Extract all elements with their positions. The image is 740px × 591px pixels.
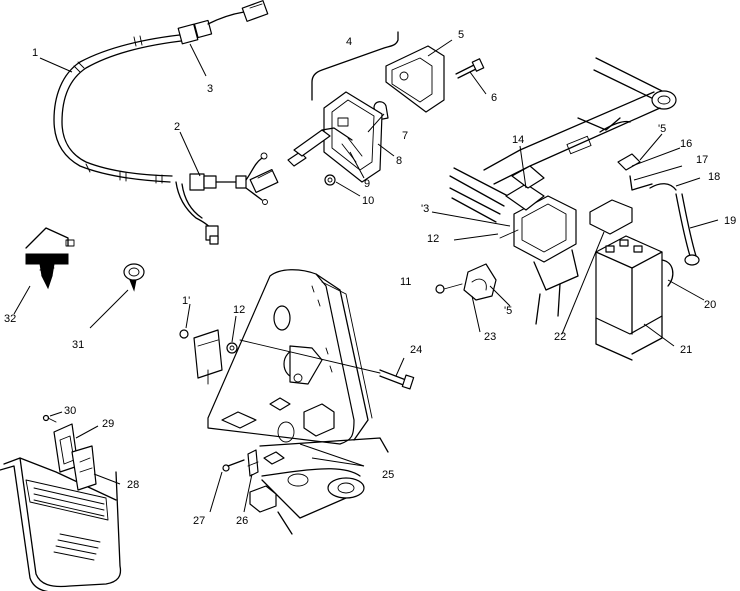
callout-6: 6 bbox=[491, 92, 497, 104]
battery-assembly bbox=[589, 153, 700, 361]
mud-flap-assembly bbox=[0, 414, 122, 591]
callout-2: 2 bbox=[174, 121, 180, 133]
callout-20: 20 bbox=[704, 299, 716, 311]
callout-15: '5 bbox=[658, 123, 666, 135]
callout-17: 17 bbox=[696, 154, 708, 166]
callout-14: 14 bbox=[512, 134, 524, 146]
item-32-fastener bbox=[25, 227, 75, 290]
callout-8: 8 bbox=[396, 155, 402, 167]
callout-31: 31 bbox=[72, 339, 84, 351]
callout-26: 26 bbox=[236, 515, 248, 527]
callout-24: 24 bbox=[410, 344, 422, 356]
callout-11: 11 bbox=[400, 276, 411, 288]
callout-5: 5 bbox=[458, 29, 464, 41]
callout-28: 28 bbox=[127, 479, 139, 491]
callout-9: 9 bbox=[364, 178, 370, 190]
wire-harness bbox=[53, 0, 279, 245]
callout-3: 3 bbox=[207, 83, 213, 95]
callout-22: 22 bbox=[554, 331, 566, 343]
callout-27: 27 bbox=[193, 515, 205, 527]
callout-12: 12 bbox=[427, 233, 439, 245]
callout-18: 18 bbox=[708, 171, 720, 183]
callout-32: 32 bbox=[4, 313, 16, 325]
callout-11-upper: 1' bbox=[182, 295, 190, 307]
callout-21: 21 bbox=[680, 344, 692, 356]
callout-29: 29 bbox=[102, 418, 114, 430]
callout-12-lower: 12 bbox=[233, 304, 245, 316]
callout-23: 23 bbox=[484, 331, 496, 343]
rear-panel bbox=[207, 269, 415, 535]
callout-16: 16 bbox=[680, 138, 692, 150]
callout-19: 19 bbox=[724, 215, 736, 227]
callout-10: 10 bbox=[362, 195, 374, 207]
callout-25: 25 bbox=[382, 469, 394, 481]
callout-1: 1 bbox=[32, 47, 38, 59]
callout-13: '3 bbox=[421, 203, 429, 215]
callout-4: 4 bbox=[346, 36, 352, 48]
tail-light-assembly bbox=[287, 31, 485, 186]
callout-7: 7 bbox=[402, 130, 408, 142]
callout-labels: 1 2 3 4 5 6 7 8 9 10 11 1' 12 12 '3 14 '… bbox=[4, 29, 736, 527]
leader-lines bbox=[13, 39, 719, 513]
item-31-grommet bbox=[123, 263, 145, 292]
callout-30: 30 bbox=[64, 405, 76, 417]
frame-assembly bbox=[435, 57, 677, 325]
callout-15-lower: '5 bbox=[504, 305, 512, 317]
relay-parts bbox=[179, 329, 238, 385]
